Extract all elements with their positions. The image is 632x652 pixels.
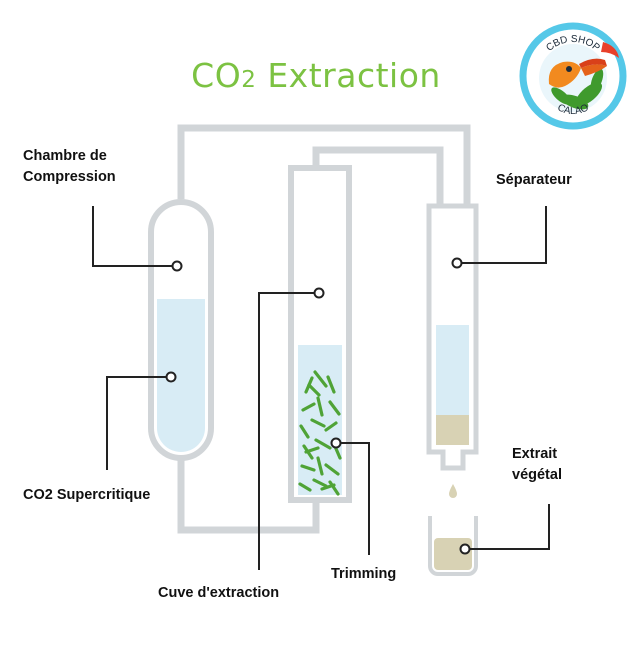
- collection-beaker: [428, 516, 478, 576]
- pipe-middle-loop: [312, 146, 444, 206]
- extraction-vessel: [288, 165, 352, 503]
- label-extrait-line2: végétal: [512, 467, 562, 483]
- dot-chambre: [171, 260, 183, 272]
- pipe-bottom-loop: [177, 460, 320, 534]
- label-separateur: Séparateur: [496, 172, 572, 188]
- leader-cuve: [258, 292, 318, 570]
- leader-extrait: [466, 504, 550, 550]
- label-extrait-line1: Extrait: [512, 446, 558, 462]
- separator-liquid: [436, 325, 469, 415]
- leader-trimming: [337, 442, 370, 555]
- dot-co2: [165, 371, 177, 383]
- separator: [426, 203, 479, 498]
- cbd-shop-calao-logo: CBD SHOP CALAO: [519, 22, 627, 130]
- pipe-network: [177, 124, 471, 534]
- label-cuve-d-extraction: Cuve d'extraction: [158, 585, 280, 601]
- pipe-top-loop: [177, 124, 471, 206]
- dot-trimming: [330, 437, 342, 449]
- label-co2-supercritique: CO2 Supercritique: [23, 487, 151, 503]
- leader-co2: [106, 376, 170, 470]
- logo-leaves: [551, 68, 604, 110]
- leader-dots: [165, 257, 471, 555]
- dot-separateur: [451, 257, 463, 269]
- title-co: CO: [191, 56, 242, 95]
- label-extrait-vegetal: Extrait végétal: [512, 444, 562, 486]
- leader-separateur: [458, 206, 547, 264]
- logo-hornbill: [548, 58, 607, 88]
- title-subscript: 2: [241, 67, 257, 93]
- leader-chambre: [92, 206, 176, 267]
- extract-drop: [449, 484, 457, 498]
- label-chambre-line1: Chambre de: [23, 148, 107, 164]
- separator-extract: [436, 415, 469, 445]
- leader-lines: [92, 206, 550, 570]
- dot-extrait: [459, 543, 471, 555]
- label-chambre-line2: Compression: [23, 169, 116, 185]
- logo-beak-top: [601, 42, 619, 58]
- diagram-title: CO2 Extraction: [0, 56, 632, 95]
- trimming-leaves: [298, 370, 342, 496]
- title-rest: Extraction: [256, 56, 441, 95]
- dot-cuve: [313, 287, 325, 299]
- logo-text-bottom: CALAO: [556, 102, 591, 117]
- label-trimming: Trimming: [331, 566, 397, 582]
- compression-chamber: [148, 199, 214, 461]
- chamber-liquid: [157, 299, 205, 452]
- label-chambre-de-compression: Chambre de Compression: [23, 146, 116, 188]
